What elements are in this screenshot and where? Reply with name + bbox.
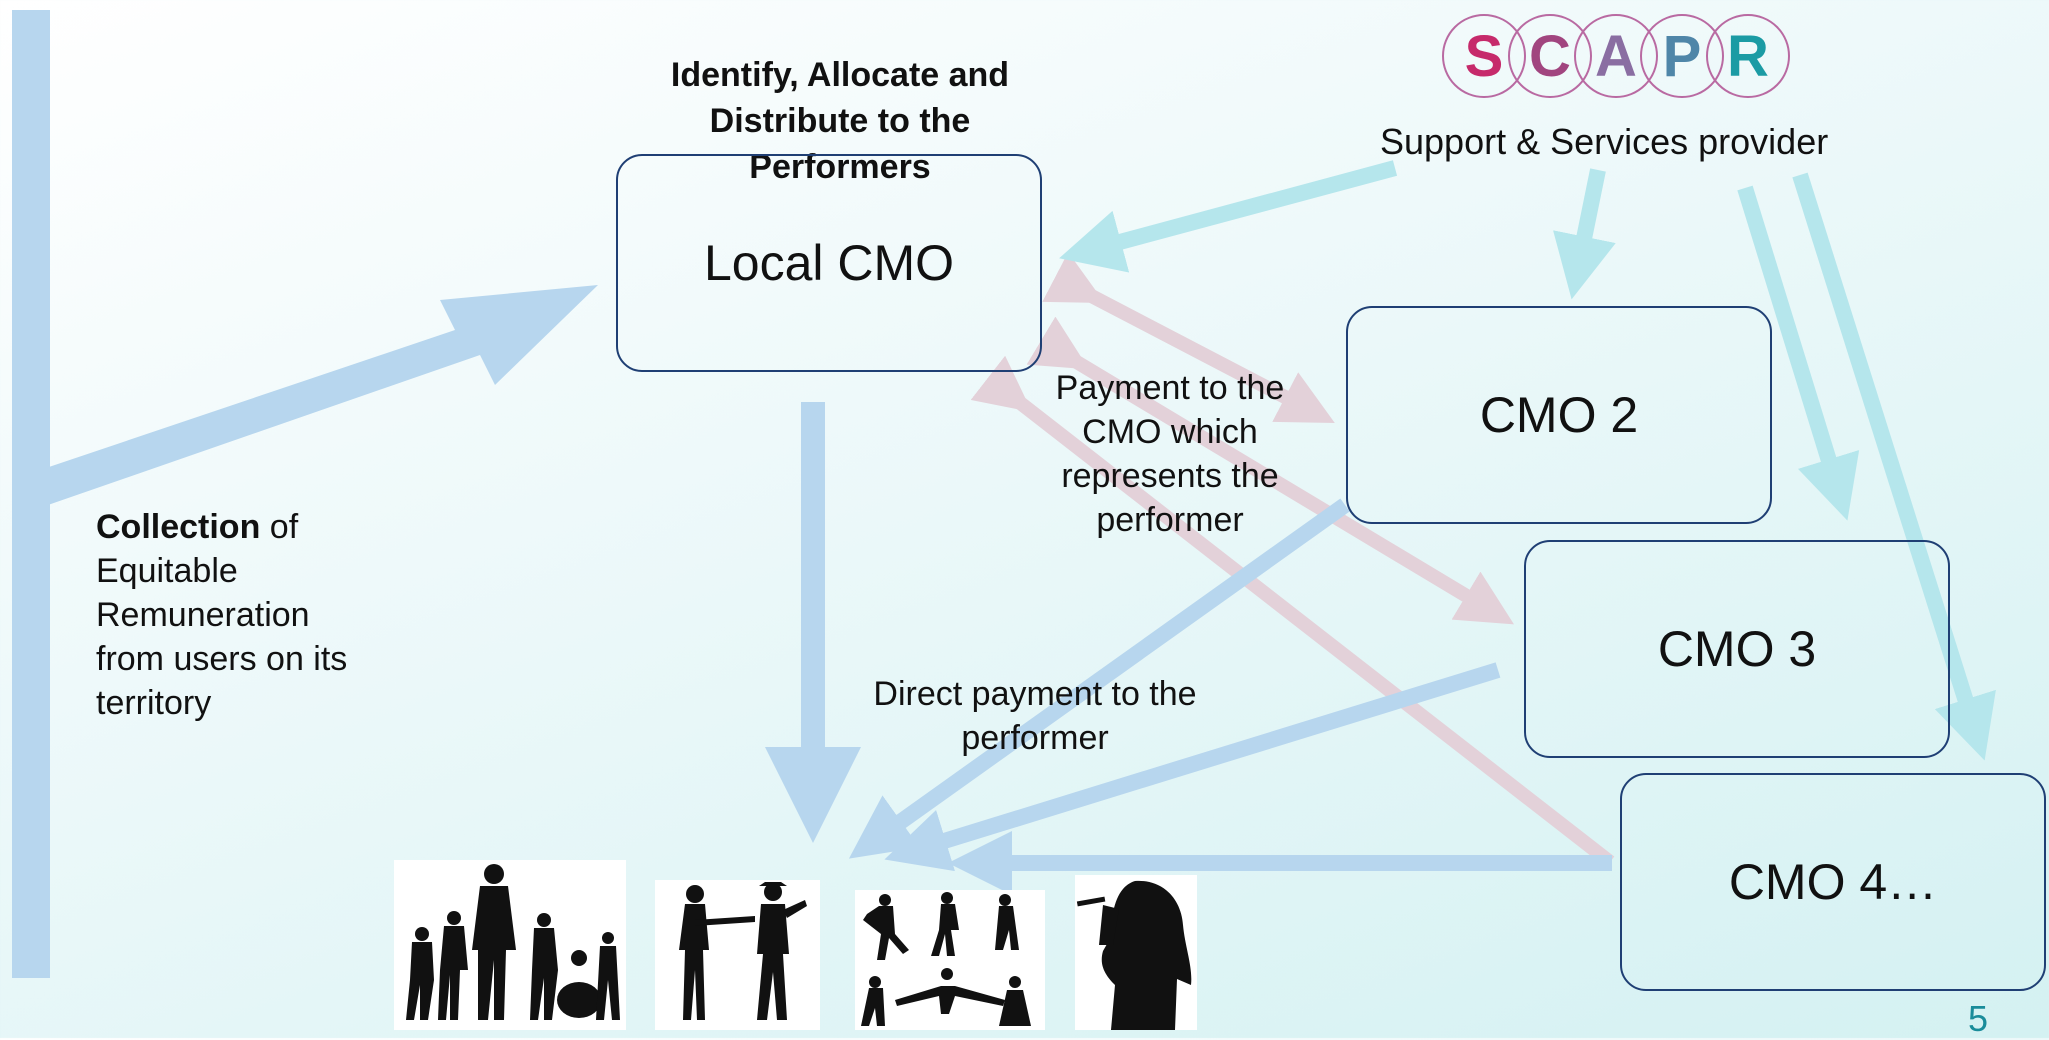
support-to-local-arrow <box>1059 160 1398 273</box>
support-label: Support & Services provider <box>1380 121 1829 162</box>
local-cmo4-pink-arrow <box>970 355 1615 868</box>
support-to-cmo2-arrow <box>1553 168 1616 300</box>
heading-line: Identify, Allocate and <box>670 56 1010 94</box>
collection-text: Collection of Equitable Remuneration fro… <box>96 505 416 725</box>
payment-line: represents the <box>1061 457 1279 495</box>
heading: Identify, Allocate and Distribute to the… <box>620 52 1060 190</box>
collection-line: Remuneration <box>96 596 310 634</box>
direct-payment-line: performer <box>961 719 1109 757</box>
collection-arrow <box>40 285 598 505</box>
payment-line: performer <box>1096 501 1244 539</box>
singer-silhouette-icon <box>1075 875 1197 1030</box>
local-cmo-label: Local CMO <box>703 235 955 291</box>
collection-bar <box>12 10 50 978</box>
cmo2-to-performers-arrow <box>848 498 1350 859</box>
cmo3-label: CMO 3 <box>1657 621 1817 677</box>
payment-line: Payment to the <box>1055 369 1285 407</box>
logo-letter-r: R <box>1706 14 1790 98</box>
cmo3-box: CMO 3 <box>1524 540 1950 758</box>
payment-to-cmo-text: Payment to the CMO which represents the … <box>1030 366 1310 542</box>
scapr-logo: S C A P R <box>1442 14 1792 98</box>
cmo2-box: CMO 2 <box>1346 306 1772 524</box>
collection-line-first: Collection of <box>96 505 416 549</box>
dancers-silhouette-icon <box>855 890 1045 1030</box>
local-cmo3-pink-arrow <box>1026 316 1515 625</box>
collection-bold: Collection <box>96 508 261 546</box>
collection-line: Equitable <box>96 552 238 590</box>
heading-line: Distribute to the <box>709 102 971 140</box>
direct-payment-text: Direct payment to the performer <box>840 672 1230 760</box>
collection-line: from users on its <box>96 640 348 678</box>
cmo3-to-performers-arrow <box>884 662 1501 872</box>
page-number: 5 <box>1968 998 1989 1039</box>
logo-letter-c: C <box>1508 14 1592 98</box>
band-silhouette-icon <box>394 860 626 1030</box>
direct-payment-line: Direct payment to the <box>873 675 1197 713</box>
cmo2-label: CMO 2 <box>1479 387 1639 443</box>
duo-silhouette-icon <box>655 880 820 1030</box>
support-to-cmo3-arrow <box>1737 185 1860 521</box>
cmo4-box: CMO 4… <box>1620 773 2046 991</box>
cmo4-label: CMO 4… <box>1728 854 1938 910</box>
support-to-cmo4-arrow <box>1792 172 1996 761</box>
local-cmo-box: Local CMO <box>616 154 1042 372</box>
collection-of: of <box>260 508 299 546</box>
collection-line: territory <box>96 684 212 722</box>
payment-line: CMO which <box>1082 413 1258 451</box>
